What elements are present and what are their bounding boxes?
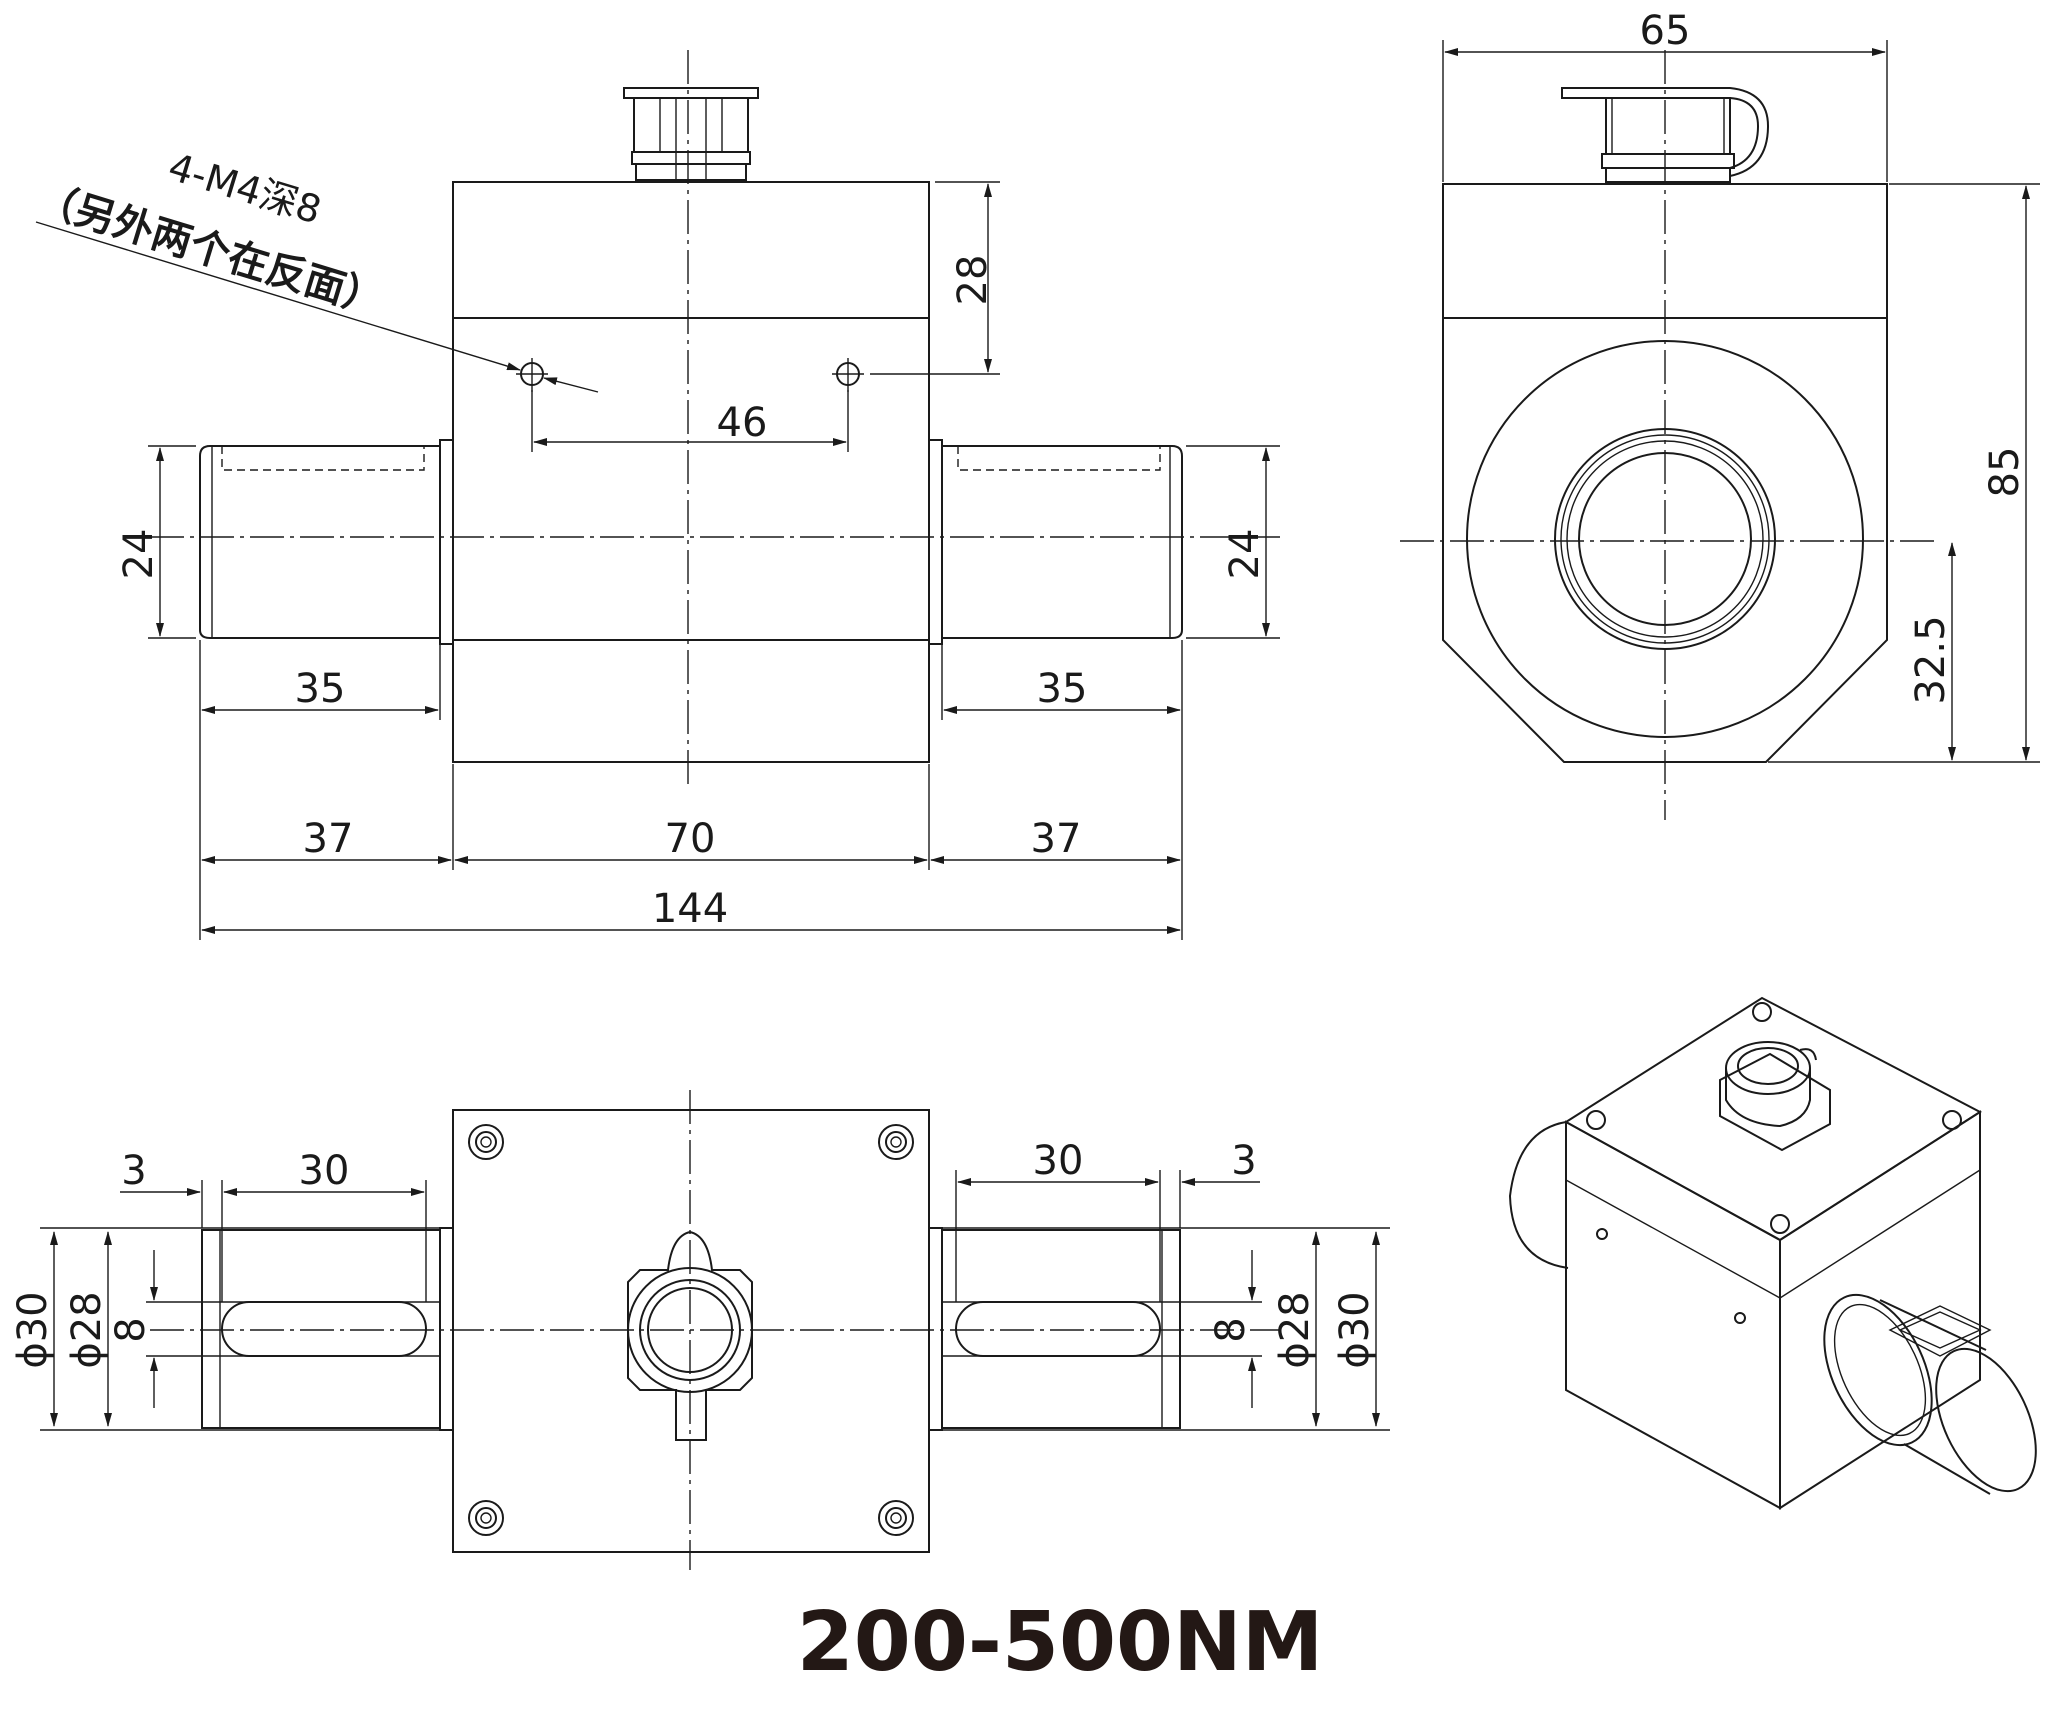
screw-tl bbox=[468, 1124, 504, 1160]
top-view bbox=[150, 1090, 1280, 1570]
dim-32-5: 32.5 bbox=[1908, 615, 1954, 704]
dim-phi28-right: ϕ28 bbox=[1272, 1291, 1318, 1368]
top-left-shaft bbox=[201, 1229, 440, 1429]
side-connector bbox=[1561, 87, 1770, 183]
dim-24-left: 24 bbox=[116, 529, 162, 580]
dim-46: 46 bbox=[717, 400, 768, 446]
dim-37-right: 37 bbox=[1031, 816, 1082, 862]
dim-30-right: 30 bbox=[1033, 1138, 1084, 1184]
dim-35-left: 35 bbox=[295, 666, 346, 712]
screw-br bbox=[878, 1500, 914, 1536]
side-body bbox=[1442, 183, 1888, 763]
keyway-left bbox=[221, 1301, 427, 1357]
dim-8-left: 8 bbox=[108, 1317, 154, 1342]
dim-35-right: 35 bbox=[1037, 666, 1088, 712]
labels: 4-M4深8 （另外两个在反面） 28 46 24 24 35 35 37 70… bbox=[10, 8, 2028, 1690]
iso-connector bbox=[1719, 1041, 1831, 1152]
dim-70: 70 bbox=[665, 816, 716, 862]
side-dimensions bbox=[1442, 40, 2040, 763]
screw-tr bbox=[878, 1124, 914, 1160]
iso-top-face bbox=[1564, 996, 1982, 1242]
keyway-right bbox=[955, 1301, 1161, 1357]
dim-65: 65 bbox=[1640, 8, 1691, 54]
drawing-title: 200-500NM bbox=[797, 1595, 1324, 1690]
dim-144: 144 bbox=[652, 886, 728, 932]
front-connector bbox=[623, 87, 759, 181]
top-body bbox=[452, 1109, 930, 1553]
front-view bbox=[35, 50, 1280, 790]
top-right-shaft bbox=[942, 1229, 1181, 1429]
front-right-shaft bbox=[942, 445, 1183, 639]
dim-30-left: 30 bbox=[299, 1148, 350, 1194]
mounting-hole-right bbox=[832, 358, 864, 392]
dim-85: 85 bbox=[1982, 447, 2028, 498]
mounting-hole-left bbox=[516, 358, 548, 392]
dim-8-right: 8 bbox=[1208, 1317, 1254, 1342]
dim-phi28-left: ϕ28 bbox=[64, 1291, 110, 1368]
dim-37-left: 37 bbox=[303, 816, 354, 862]
top-dimensions bbox=[40, 1170, 1390, 1431]
front-dimensions bbox=[148, 181, 1280, 940]
dim-3-right: 3 bbox=[1231, 1138, 1256, 1184]
dim-24-right: 24 bbox=[1222, 529, 1268, 580]
isometric-view bbox=[1508, 996, 2037, 1510]
iso-right-shaft bbox=[1823, 1293, 2037, 1495]
dim-phi30-left: ϕ30 bbox=[10, 1291, 56, 1368]
dim-28: 28 bbox=[950, 255, 996, 306]
front-left-shaft bbox=[199, 445, 440, 639]
dim-3-left: 3 bbox=[121, 1148, 146, 1194]
dim-phi30-right: ϕ30 bbox=[1332, 1291, 1378, 1368]
screw-bl bbox=[468, 1500, 504, 1536]
side-view bbox=[1400, 50, 1940, 820]
front-body bbox=[452, 181, 930, 763]
